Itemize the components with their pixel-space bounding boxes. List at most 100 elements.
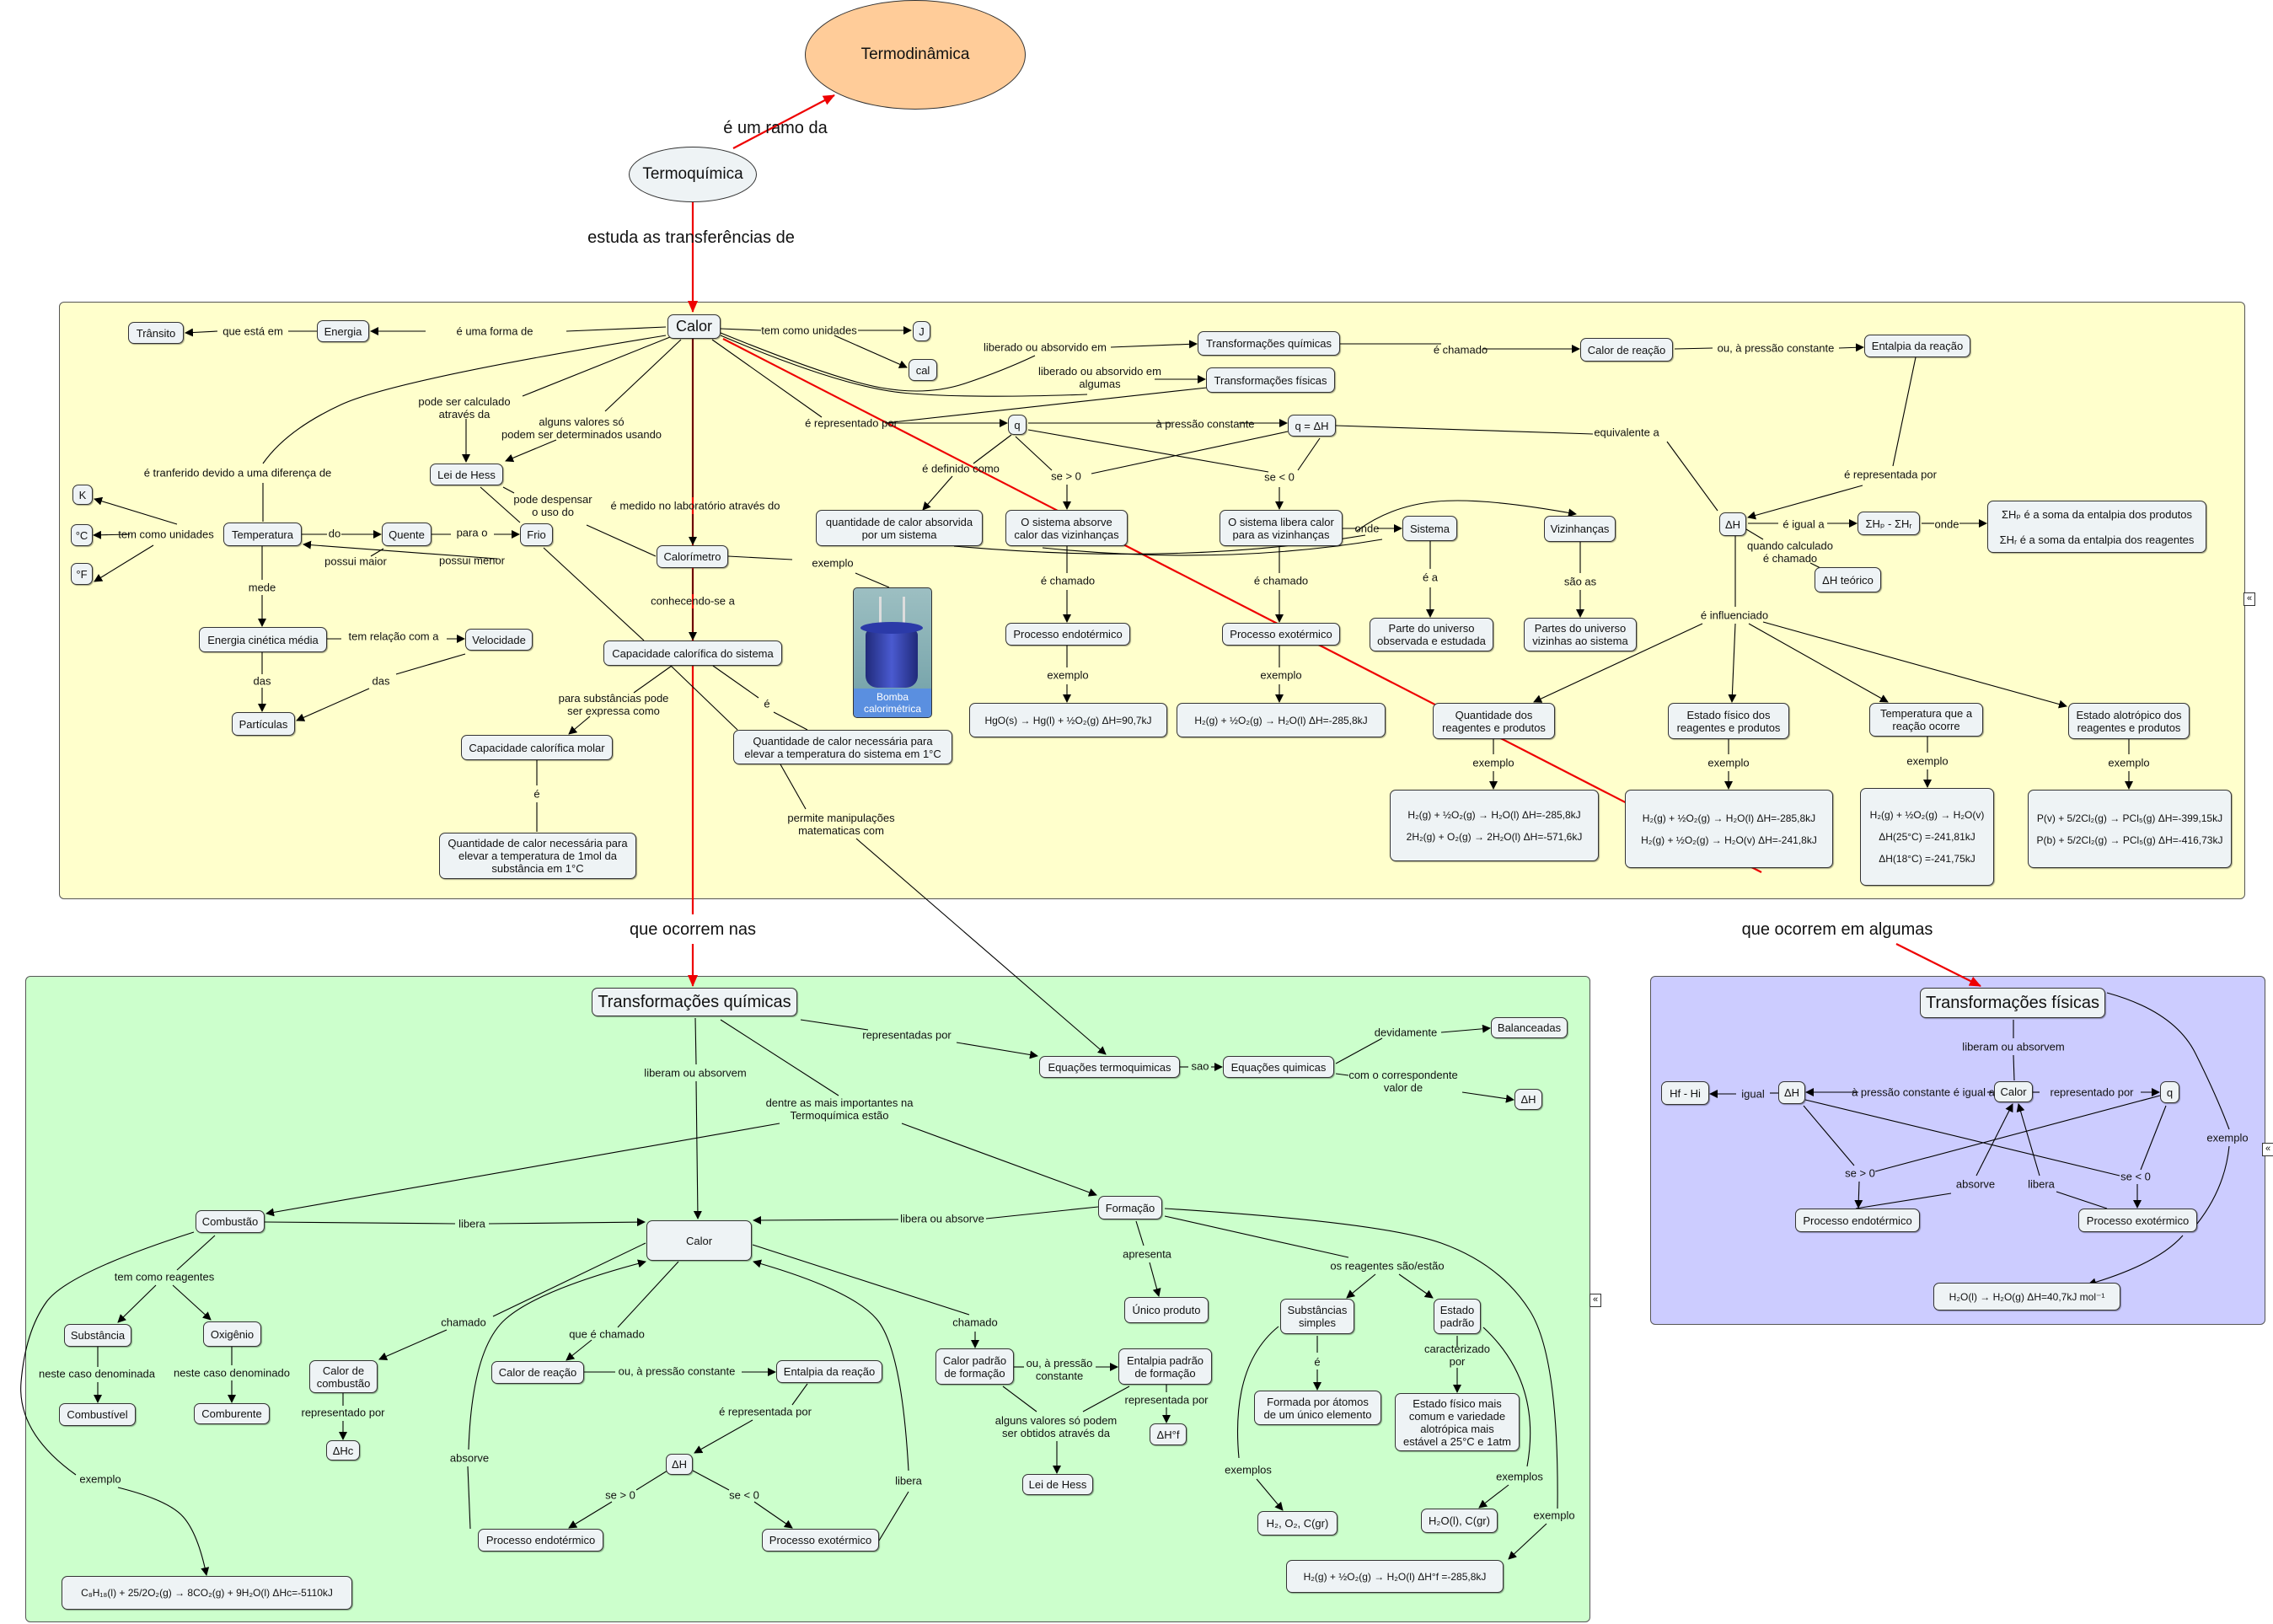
calor-map-q-node[interactable]: q xyxy=(1008,415,1027,435)
quimicas-map-lei-hess-node[interactable]: Lei de Hess xyxy=(1022,1474,1093,1495)
calor-map-eq-exo-node[interactable]: H₂(g) + ½O₂(g) → H₂O(l) ΔH=-285,8kJ xyxy=(1177,703,1386,737)
termoquimica-node[interactable]: Termoquímica xyxy=(629,147,757,202)
quimicas-map-comburente-node[interactable]: Comburente xyxy=(194,1403,270,1424)
calor-map-q-def-node[interactable]: quantidade de calor absorvida por um sis… xyxy=(816,510,983,546)
calor-map-energia-cinetica-node[interactable]: Energia cinética média xyxy=(199,627,327,652)
calor-map-dh-teorico-node[interactable]: ΔH teórico xyxy=(1815,567,1881,592)
quimicas-map-calor-padrao-node[interactable]: Calor padrão de formação xyxy=(935,1348,1014,1385)
quimicas-map-ex-padrao-node[interactable]: H₂O(l), C(gr) xyxy=(1421,1509,1498,1533)
calor-map-ex-quantidade-node[interactable]: H₂(g) + ½O₂(g) → H₂O(l) ΔH=-285,8kJ 2H₂(… xyxy=(1390,790,1599,861)
bomba-calorimetrica-image[interactable]: Bomba calorimétrica xyxy=(853,587,932,718)
calor-map-transf-fisicas-node[interactable]: Transformações físicas xyxy=(1206,367,1335,393)
quimicas-map-calor-comb-node[interactable]: Calor de combustão xyxy=(309,1360,378,1393)
calor-map-def-sis-node[interactable]: Parte do universo observada e estudada xyxy=(1370,618,1493,651)
quimicas-map-dh-node[interactable]: ΔH xyxy=(666,1454,693,1475)
calor-map-cal-node[interactable]: cal xyxy=(909,359,937,381)
quimicas-map-substancia-node[interactable]: Substância xyxy=(64,1324,131,1347)
calor-map-transf-quimicas-node[interactable]: Transformações químicas xyxy=(1198,331,1340,356)
calor-map-quente-node[interactable]: Quente xyxy=(382,523,432,546)
calor-map-libera-node[interactable]: O sistema libera calor para as vizinhanç… xyxy=(1220,510,1343,546)
quimicas-map-dhf-node[interactable]: ΔH°f xyxy=(1150,1423,1187,1445)
quimicas-map-transf-node[interactable]: Transformações químicas xyxy=(592,988,797,1016)
calor-map-ex-alotropico-node[interactable]: P(v) + 5/2Cl₂(g) → PCl₅(g) ΔH=-399,15kJ … xyxy=(2028,790,2232,868)
calor-map-frio-node[interactable]: Frio xyxy=(520,523,553,546)
calor-map-def-sistema-node[interactable]: Quantidade de calor necessária para elev… xyxy=(733,730,952,764)
calor-map-calor-node[interactable]: Calor xyxy=(667,314,721,339)
quimicas-map-oxigenio-node[interactable]: Oxigênio xyxy=(203,1321,261,1347)
collapse-icon[interactable]: « xyxy=(2244,592,2255,606)
calor-map-velocidade-node[interactable]: Velocidade xyxy=(465,629,533,651)
calor-map-lei-hess-node[interactable]: Lei de Hess xyxy=(430,464,503,485)
fisicas-map-exo-node[interactable]: Processo exotérmico xyxy=(2078,1209,2197,1232)
quimicas-map-dhc-node[interactable]: ΔHc xyxy=(326,1440,360,1461)
quimicas-map-exemplo-comb-link-label: exemplo xyxy=(79,1472,121,1486)
quimicas-map-eq-formacao-node[interactable]: H₂(g) + ½O₂(g) → H₂O(l) ΔH°f =-285,8kJ xyxy=(1286,1560,1504,1593)
calor-map-quantidade-node[interactable]: Quantidade dos reagentes e produtos xyxy=(1433,703,1555,739)
collapse-icon[interactable]: « xyxy=(1589,1294,1601,1307)
quimicas-map-exo-node[interactable]: Processo exotérmico xyxy=(762,1529,879,1552)
quimicas-map-eq-quim-node[interactable]: Equações quimicas xyxy=(1223,1056,1334,1078)
quimicas-map-formada-node[interactable]: Formada por átomos de um único elemento xyxy=(1254,1391,1381,1425)
calor-map-sistema-node[interactable]: Sistema xyxy=(1402,516,1457,541)
quimicas-map-combustivel-node[interactable]: Combustível xyxy=(59,1403,136,1426)
fisicas-map-q-node[interactable]: q xyxy=(2160,1081,2179,1103)
fisicas-map-exemplo-link-label: exemplo xyxy=(2206,1131,2249,1144)
calor-map-ex-estado-node[interactable]: H₂(g) + ½O₂(g) → H₂O(l) ΔH=-285,8kJ H₂(g… xyxy=(1625,790,1833,868)
calor-map-absorve-node[interactable]: O sistema absorve calor das vizinhanças xyxy=(1005,510,1128,546)
quimicas-map-eq-comb-node[interactable]: C₈H₁₈(l) + 25/2O₂(g) → 8CO₂(g) + 9H₂O(l)… xyxy=(62,1576,352,1610)
quimicas-map-eq-termo-node[interactable]: Equações termoquimicas xyxy=(1039,1056,1180,1078)
calor-map-possui-maior-link-label: possui maior xyxy=(324,555,387,568)
fisicas-map-eq-node[interactable]: H₂O(l) → H₂O(g) ΔH=40,7kJ mol⁻¹ xyxy=(1933,1283,2120,1310)
fisicas-map-dh-node[interactable]: ΔH xyxy=(1778,1081,1805,1104)
quimicas-map-entalpia-padrao-node[interactable]: Entalpia padrão de formação xyxy=(1118,1348,1212,1385)
calor-map-particulas-node[interactable]: Partículas xyxy=(232,712,295,736)
quimicas-map-calor-reacao-node[interactable]: Calor de reação xyxy=(491,1361,584,1384)
calor-map-dh-node[interactable]: ΔH xyxy=(1719,512,1746,536)
calor-map-soma-def-node[interactable]: ΣHₚ é a soma da entalpia dos produtos ΣH… xyxy=(1987,501,2206,553)
calor-map-soma-node[interactable]: ΣHₚ - ΣHᵣ xyxy=(1858,512,1920,535)
calor-map-calorimetro-node[interactable]: Calorímetro xyxy=(657,545,728,568)
quimicas-map-calor-node[interactable]: Calor xyxy=(646,1220,752,1261)
quimicas-map-endo-node[interactable]: Processo endotérmico xyxy=(478,1529,603,1552)
calor-map-q-dh-node[interactable]: q = ΔH xyxy=(1288,415,1336,437)
calor-map-energia-node[interactable]: Energia xyxy=(317,320,369,342)
calor-map-eq-endo-node[interactable]: HgO(s) → Hg(l) + ½O₂(g) ΔH=90,7kJ xyxy=(969,703,1167,737)
fisicas-map-calor-node[interactable]: Calor xyxy=(1994,1081,2033,1102)
calor-map-calor-reacao-node[interactable]: Calor de reação xyxy=(1580,338,1673,362)
calor-map-exo-node[interactable]: Processo exotérmico xyxy=(1222,623,1340,646)
fisicas-map-endo-node[interactable]: Processo endotérmico xyxy=(1795,1209,1920,1232)
calor-map-cap-sistema-node[interactable]: Capacidade calorífica do sistema xyxy=(603,640,782,666)
collapse-icon[interactable]: « xyxy=(2262,1143,2273,1156)
calor-map-cap-molar-node[interactable]: Capacidade calorífica molar xyxy=(461,735,613,760)
calor-map-alotropico-node[interactable]: Estado alotrópico dos reagentes e produt… xyxy=(2068,703,2190,739)
fisicas-map-representado-link-label: representado por xyxy=(2050,1085,2134,1099)
calor-map-vizinhancas-node[interactable]: Vizinhanças xyxy=(1544,516,1616,542)
calor-map-estado-fisico-node[interactable]: Estado físico dos reagentes e produtos xyxy=(1668,703,1789,739)
calor-map-transito-node[interactable]: Trânsito xyxy=(128,322,184,344)
termodinamica-node[interactable]: Termodinâmica xyxy=(805,0,1026,110)
quimicas-map-unico-node[interactable]: Único produto xyxy=(1124,1297,1209,1323)
calor-map-def-molar-node[interactable]: Quantidade de calor necessária para elev… xyxy=(439,833,636,879)
quimicas-map-combustao-node[interactable]: Combustão xyxy=(196,1210,265,1233)
calor-map-j-node[interactable]: J xyxy=(913,321,930,341)
quimicas-map-ex-simples-node[interactable]: H₂, O₂, C(gr) xyxy=(1257,1511,1338,1536)
fisicas-map-hf-hi-node[interactable]: Hf - Hi xyxy=(1661,1081,1709,1105)
calor-map-ex-temp-node[interactable]: H₂(g) + ½O₂(g) → H₂O(v) ΔH(25°C) =-241,8… xyxy=(1860,788,1994,886)
calor-map-fahrenheit-node[interactable]: °F xyxy=(71,563,93,585)
quimicas-map-dh2-node[interactable]: ΔH xyxy=(1514,1089,1542,1110)
calor-map-endo-node[interactable]: Processo endotérmico xyxy=(1005,623,1130,646)
calor-map-k-node[interactable]: K xyxy=(72,485,93,505)
quimicas-map-entalpia-reacao-node[interactable]: Entalpia da reação xyxy=(776,1360,882,1383)
quimicas-map-estado-padrao-node[interactable]: Estado padrão xyxy=(1434,1299,1481,1334)
quimicas-map-formacao-node[interactable]: Formação xyxy=(1098,1196,1162,1219)
quimicas-map-estado-def-node[interactable]: Estado físico mais comum e variedade alo… xyxy=(1395,1393,1520,1451)
calor-map-temp-reacao-node[interactable]: Temperatura que a reação ocorre xyxy=(1869,703,1983,737)
fisicas-map-transf-node[interactable]: Transformações físicas xyxy=(1920,988,2105,1018)
calor-map-onde2-link-label: onde xyxy=(1354,522,1380,535)
calor-map-def-viz-node[interactable]: Partes do universo vizinhas ao sistema xyxy=(1524,618,1637,651)
calor-map-temperatura-node[interactable]: Temperatura xyxy=(223,523,302,546)
calor-map-celsius-node[interactable]: °C xyxy=(71,524,93,546)
quimicas-map-balanceadas-node[interactable]: Balanceadas xyxy=(1491,1017,1568,1038)
calor-map-entalpia-reacao-node[interactable]: Entalpia da reação xyxy=(1864,335,1970,357)
quimicas-map-subst-simples-node[interactable]: Substâncias simples xyxy=(1280,1299,1354,1334)
